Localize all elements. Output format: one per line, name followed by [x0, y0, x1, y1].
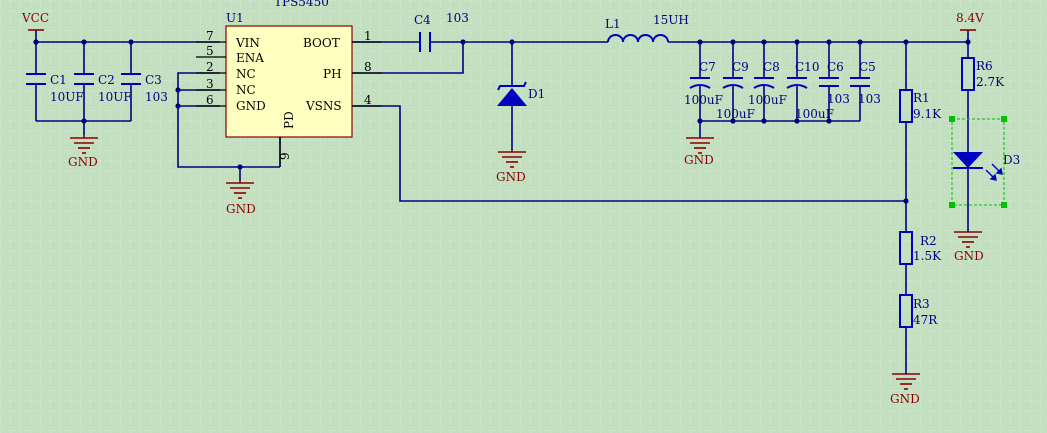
capacitor-c3[interactable]: C3 103 [121, 73, 168, 104]
svg-text:C10: C10 [795, 60, 819, 74]
svg-text:10UF: 10UF [50, 90, 84, 104]
resistor-r2[interactable]: R2 1.5K [899, 231, 942, 265]
svg-text:100uF: 100uF [748, 93, 787, 107]
svg-text:GND: GND [890, 392, 920, 406]
svg-text:GND: GND [68, 155, 98, 169]
svg-text:R3: R3 [913, 297, 930, 311]
ic-pin-name: GND [236, 99, 266, 113]
svg-text:9.1K: 9.1K [913, 107, 942, 121]
svg-text:VCC: VCC [21, 11, 49, 25]
svg-text:10UF: 10UF [98, 90, 132, 104]
svg-text:1.5K: 1.5K [913, 249, 942, 263]
capacitor-c1[interactable]: C1 10UF [26, 73, 84, 104]
capacitor-c6[interactable]: C6 103 [819, 60, 850, 106]
ic-pin-num: 7 [206, 29, 214, 43]
ic-pin-name: ENA [236, 51, 264, 65]
svg-text:2.7K: 2.7K [976, 75, 1005, 89]
svg-text:100uF: 100uF [684, 93, 723, 107]
output-port[interactable]: 8.4V [956, 11, 984, 31]
ground-symbol-ic[interactable]: GND [226, 180, 256, 216]
svg-text:U1: U1 [226, 11, 244, 25]
led-d3[interactable]: D3 [949, 116, 1020, 208]
svg-text:C8: C8 [763, 60, 780, 74]
ic-pin-num: 5 [206, 44, 214, 58]
capacitor-c7[interactable]: C7 100uF [684, 60, 723, 107]
ground-symbol-caps[interactable]: GND [684, 137, 714, 167]
part-title: TPS5450 [274, 0, 329, 9]
svg-text:C4: C4 [414, 13, 431, 27]
capacitor-c8[interactable]: C8 100uF [748, 60, 787, 107]
svg-text:8.4V: 8.4V [956, 11, 984, 25]
svg-text:GND: GND [496, 170, 526, 184]
svg-text:15UH: 15UH [653, 13, 689, 27]
ic-pin-name: PD [282, 111, 296, 129]
svg-text:C7: C7 [699, 60, 716, 74]
ic-pin-num: 2 [206, 60, 214, 74]
svg-text:100uF: 100uF [795, 107, 834, 121]
ic-pin-num: 4 [364, 93, 372, 107]
svg-text:D1: D1 [528, 87, 545, 101]
svg-text:R6: R6 [976, 59, 993, 73]
resistor-r1[interactable]: R1 9.1K [899, 89, 942, 123]
vcc-port[interactable]: VCC [21, 11, 49, 31]
ground-symbol-diode[interactable]: GND [496, 150, 526, 184]
svg-text:100uF: 100uF [716, 107, 755, 121]
svg-text:103: 103 [858, 92, 881, 106]
diode-d1[interactable]: D1 [497, 81, 545, 106]
svg-text:GND: GND [954, 249, 984, 263]
ic-pin-num: 3 [206, 77, 214, 91]
ic-pin-name: VSNS [305, 99, 342, 113]
svg-text:GND: GND [226, 202, 256, 216]
svg-text:C6: C6 [827, 60, 844, 74]
capacitor-c5[interactable]: C5 103 [850, 60, 881, 106]
svg-text:103: 103 [446, 11, 469, 25]
selection-box [949, 116, 1007, 208]
svg-text:GND: GND [684, 153, 714, 167]
svg-text:C9: C9 [732, 60, 749, 74]
capacitor-c4[interactable]: C4 103 [414, 11, 469, 52]
svg-text:R2: R2 [920, 234, 937, 248]
ic-pin-name: NC [236, 67, 256, 81]
inductor-l1[interactable]: L1 15UH [605, 13, 689, 43]
ic-u1[interactable]: U1 7 5 2 3 6 VIN ENA NC NC GND 1 8 4 BOO… [196, 11, 382, 167]
svg-text:L1: L1 [605, 17, 621, 31]
ic-pin-name: NC [236, 83, 256, 97]
svg-text:47R: 47R [913, 313, 938, 327]
capacitor-c10[interactable]: C10 100uF [786, 60, 834, 121]
svg-text:103: 103 [827, 92, 850, 106]
ground-symbol-led[interactable]: GND [954, 231, 984, 263]
svg-text:D3: D3 [1003, 153, 1020, 167]
ground-symbol-input[interactable]: GND [68, 135, 98, 169]
ground-symbol-divider[interactable]: GND [890, 373, 920, 406]
ic-pin-num: 8 [364, 60, 372, 74]
ic-pin-name: BOOT [303, 36, 340, 50]
svg-text:C3: C3 [145, 73, 162, 87]
capacitor-c9[interactable]: C9 100uF [716, 60, 755, 121]
svg-text:103: 103 [145, 90, 168, 104]
resistor-r6[interactable]: R6 2.7K [961, 57, 1005, 91]
capacitor-c2[interactable]: C2 10UF [74, 73, 132, 104]
junctions [33, 39, 971, 204]
svg-text:C1: C1 [50, 73, 67, 87]
svg-text:C2: C2 [98, 73, 115, 87]
ic-pin-name: PH [323, 67, 342, 81]
ic-pin-num: 1 [364, 29, 372, 43]
ic-pin-num: 6 [206, 93, 214, 107]
ic-pin-name: VIN [235, 36, 260, 50]
resistor-r3[interactable]: R3 47R [899, 294, 938, 328]
svg-text:R1: R1 [913, 91, 930, 105]
svg-text:C5: C5 [859, 60, 876, 74]
ic-pin-num: 9 [278, 152, 292, 160]
